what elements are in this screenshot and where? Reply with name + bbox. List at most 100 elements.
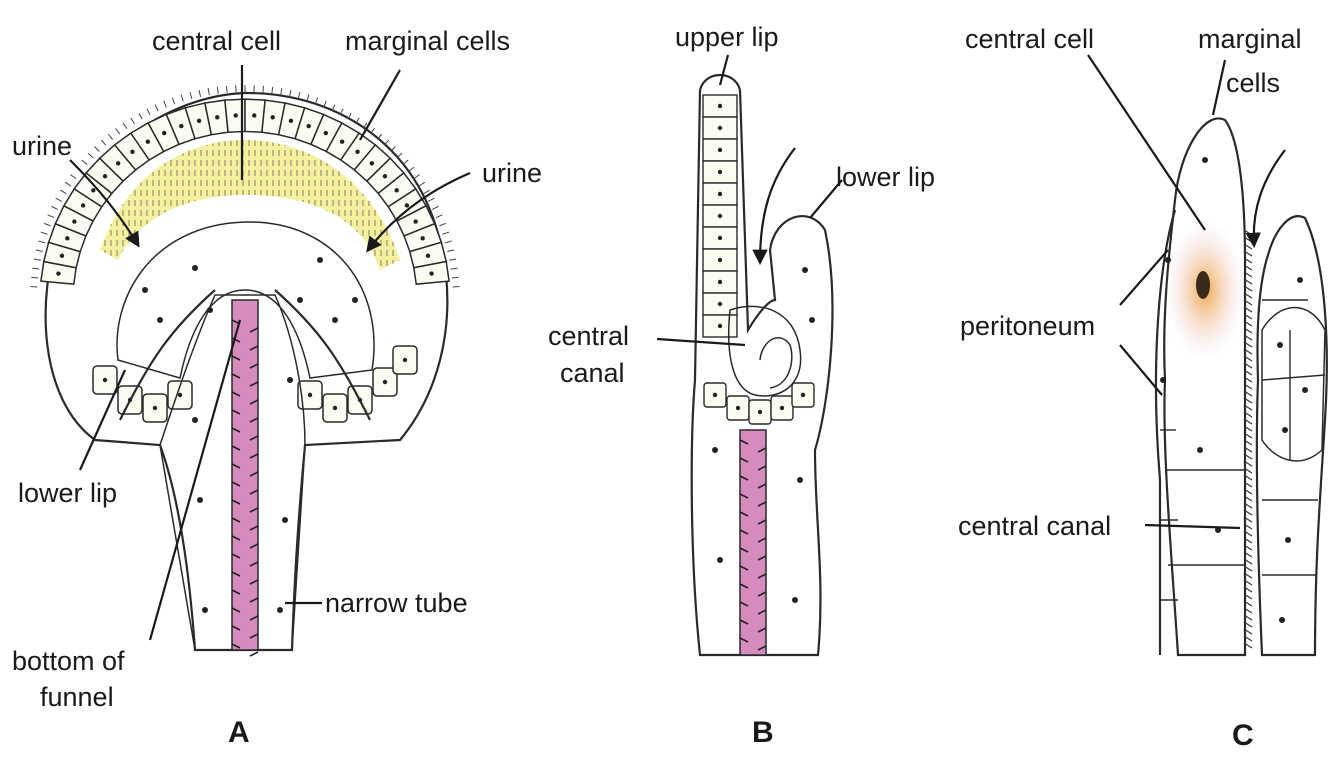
label-upper-lip: upper lip [675, 22, 779, 52]
cilium [424, 190, 430, 194]
nucleus [1282, 427, 1288, 433]
nucleus [712, 447, 718, 453]
cell-nucleus [718, 214, 722, 218]
cell-nucleus [736, 406, 740, 410]
cell-nucleus [403, 358, 407, 362]
nucleus [802, 267, 808, 273]
canal-tick [250, 652, 258, 656]
nuclei-c [1160, 157, 1308, 623]
cell-nucleus [91, 188, 95, 192]
cilium [436, 215, 442, 218]
cell-nucleus [718, 302, 722, 306]
cilium [123, 123, 127, 129]
cell-nucleus [60, 254, 64, 258]
cilium [51, 206, 57, 209]
cell-nucleus [306, 124, 310, 128]
cilium [452, 277, 459, 278]
cilium [226, 86, 227, 93]
cilium [70, 175, 76, 179]
cell-nucleus [426, 254, 430, 258]
nucleus [192, 265, 198, 271]
cell-nucleus [81, 203, 85, 207]
cilium [48, 215, 54, 218]
label-bottom-of-funnel-1: bottom of [12, 646, 125, 676]
cell-nucleus [718, 148, 722, 152]
label-central-cell-a: central cell [152, 26, 281, 56]
cilium [32, 268, 39, 269]
cell-nucleus [116, 161, 120, 165]
nucleus [792, 597, 798, 603]
label-urine-left: urine [12, 131, 72, 161]
cilium [41, 232, 48, 234]
cilium [449, 259, 456, 260]
label-marginal-cells-c-1: marginal [1198, 24, 1302, 54]
cell-nucleus [718, 324, 722, 328]
cell-nucleus [333, 406, 337, 410]
leader-marginal-cells-c [1213, 60, 1225, 115]
nucleus [1302, 387, 1308, 393]
label-marginal-cells-a: marginal cells [345, 26, 510, 56]
cell-nucleus [718, 126, 722, 130]
cell-nucleus [718, 280, 722, 284]
cell-nucleus [718, 170, 722, 174]
cilium [34, 259, 41, 260]
leader-bottom-funnel [150, 320, 240, 640]
cell-nucleus [394, 188, 398, 192]
nucleus [1279, 617, 1285, 623]
cell-nucleus [178, 393, 182, 397]
nucleus [809, 317, 815, 323]
flow-arrow-b [760, 148, 795, 262]
cell-nucleus [718, 104, 722, 108]
cell-nucleus [234, 113, 238, 117]
cilium [451, 268, 458, 269]
cell-nucleus [413, 219, 417, 223]
cell-nucleus [197, 119, 201, 123]
cilium [147, 109, 150, 115]
cell-nucleus [252, 113, 256, 117]
central-canal-region-b [729, 306, 801, 396]
cell-nucleus [153, 406, 157, 410]
cell-nucleus [65, 236, 69, 240]
nucleus [1277, 342, 1283, 348]
cell-nucleus [383, 380, 387, 384]
cilium [199, 90, 200, 97]
cilium [36, 250, 43, 252]
leader-marginal-cells-a [360, 70, 400, 140]
cell-nucleus [72, 219, 76, 223]
cilium [131, 118, 135, 124]
cell-nucleus [713, 393, 717, 397]
marginal-cells-c [1262, 308, 1325, 461]
cell-nucleus [780, 406, 784, 410]
cell-nucleus [801, 393, 805, 397]
panel-letter-c: C [1232, 719, 1254, 752]
cilium [208, 88, 209, 95]
label-peritoneum: peritoneum [960, 311, 1095, 341]
cilium [65, 182, 71, 186]
cilium [403, 160, 408, 165]
cell-nucleus [340, 139, 344, 143]
label-central-canal-b-1: central [548, 321, 629, 351]
cell-nucleus [420, 236, 424, 240]
cilium [108, 134, 112, 139]
cilium [44, 223, 51, 225]
panel-c: central cell marginal cells peritoneum c… [958, 24, 1327, 752]
label-marginal-cells-c-2: cells [1226, 68, 1280, 98]
nucleus [142, 287, 148, 293]
cilium [432, 206, 438, 209]
nucleus [352, 297, 358, 303]
label-bottom-of-funnel-2: funnel [40, 682, 114, 712]
cell-nucleus [370, 161, 374, 165]
cilium [289, 90, 290, 97]
cell-nucleus [271, 115, 275, 119]
nucleus [282, 517, 288, 523]
cilium [439, 223, 446, 225]
panel-a: central cell marginal cells urine urine … [12, 26, 542, 749]
lower-lip-inner-b [760, 338, 792, 388]
cilium [172, 98, 174, 105]
leader-upper-lip [720, 55, 728, 85]
nucleus [197, 497, 203, 503]
label-central-cell-c: central cell [965, 24, 1094, 54]
cell-nucleus [103, 174, 107, 178]
cilium [101, 140, 106, 145]
